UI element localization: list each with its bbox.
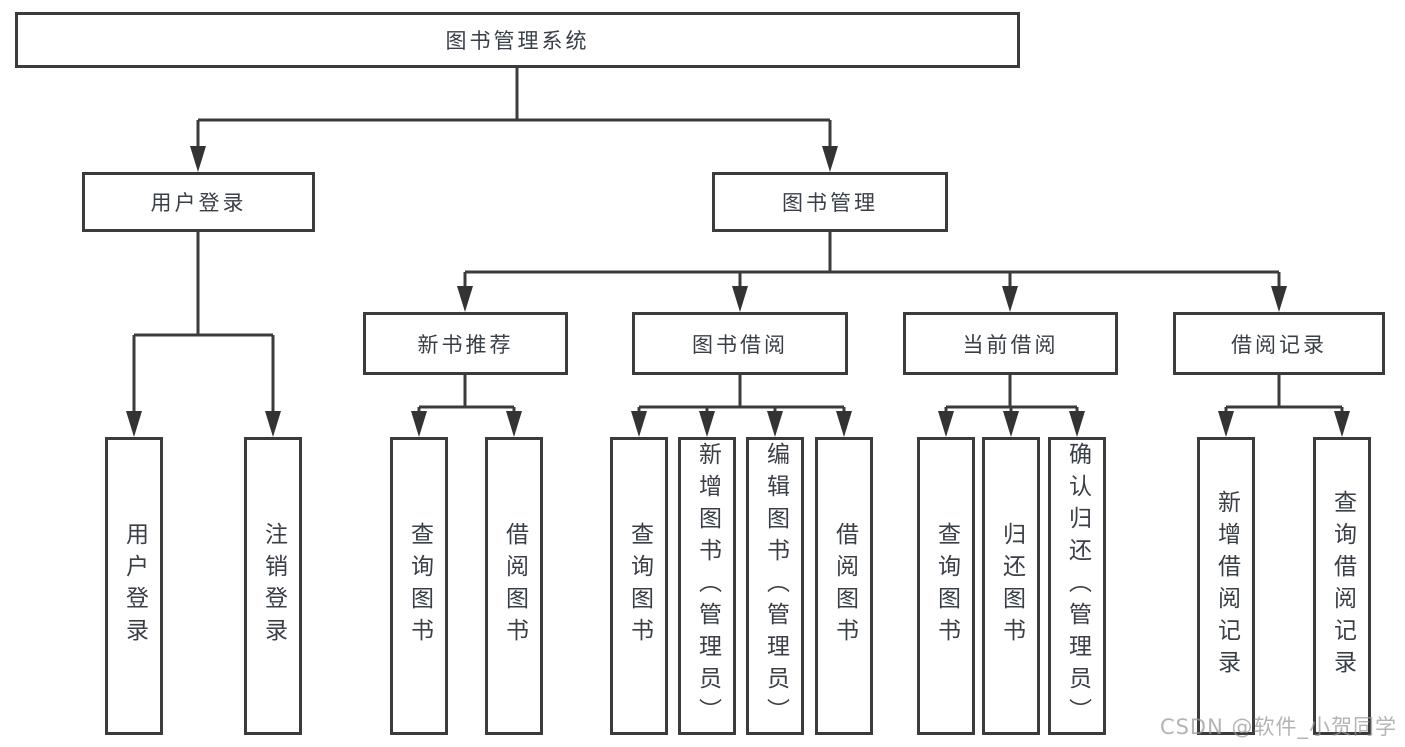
leaf-logout: 注销登录 — [244, 437, 302, 735]
leaf-query-books-borrowing: 查询图书 — [610, 437, 668, 735]
csdn-watermark: CSDN @软件_小贺同学 — [1159, 715, 1397, 739]
arrowhead-icons — [126, 146, 1350, 437]
node-book-borrowing: 图书借阅 — [632, 312, 848, 375]
node-book-management: 图书管理 — [712, 172, 948, 232]
leaf-add-borrow-record: 新增借阅记录 — [1197, 437, 1255, 735]
node-borrowing-records: 借阅记录 — [1173, 312, 1385, 375]
leaf-borrow-books-recommend: 借阅图书 — [485, 437, 543, 735]
leaf-confirm-return-admin: 确认归还（管理员） — [1048, 437, 1106, 735]
leaf-query-books-recommend: 查询图书 — [390, 437, 448, 735]
node-new-book-recommend: 新书推荐 — [363, 312, 568, 375]
node-library-management-system: 图书管理系统 — [15, 12, 1020, 68]
leaf-user-login: 用户登录 — [105, 437, 163, 735]
node-user-login: 用户登录 — [82, 172, 315, 232]
leaf-add-books-admin: 新增图书（管理员） — [678, 437, 736, 735]
leaf-return-books: 归还图书 — [982, 437, 1040, 735]
connector-edges — [132, 68, 1344, 416]
leaf-borrow-books: 借阅图书 — [815, 437, 873, 735]
leaf-query-books-current: 查询图书 — [917, 437, 975, 735]
node-current-borrowing: 当前借阅 — [903, 312, 1118, 375]
leaf-edit-books-admin: 编辑图书（管理员） — [746, 437, 804, 735]
leaf-query-borrow-record: 查询借阅记录 — [1313, 437, 1371, 735]
